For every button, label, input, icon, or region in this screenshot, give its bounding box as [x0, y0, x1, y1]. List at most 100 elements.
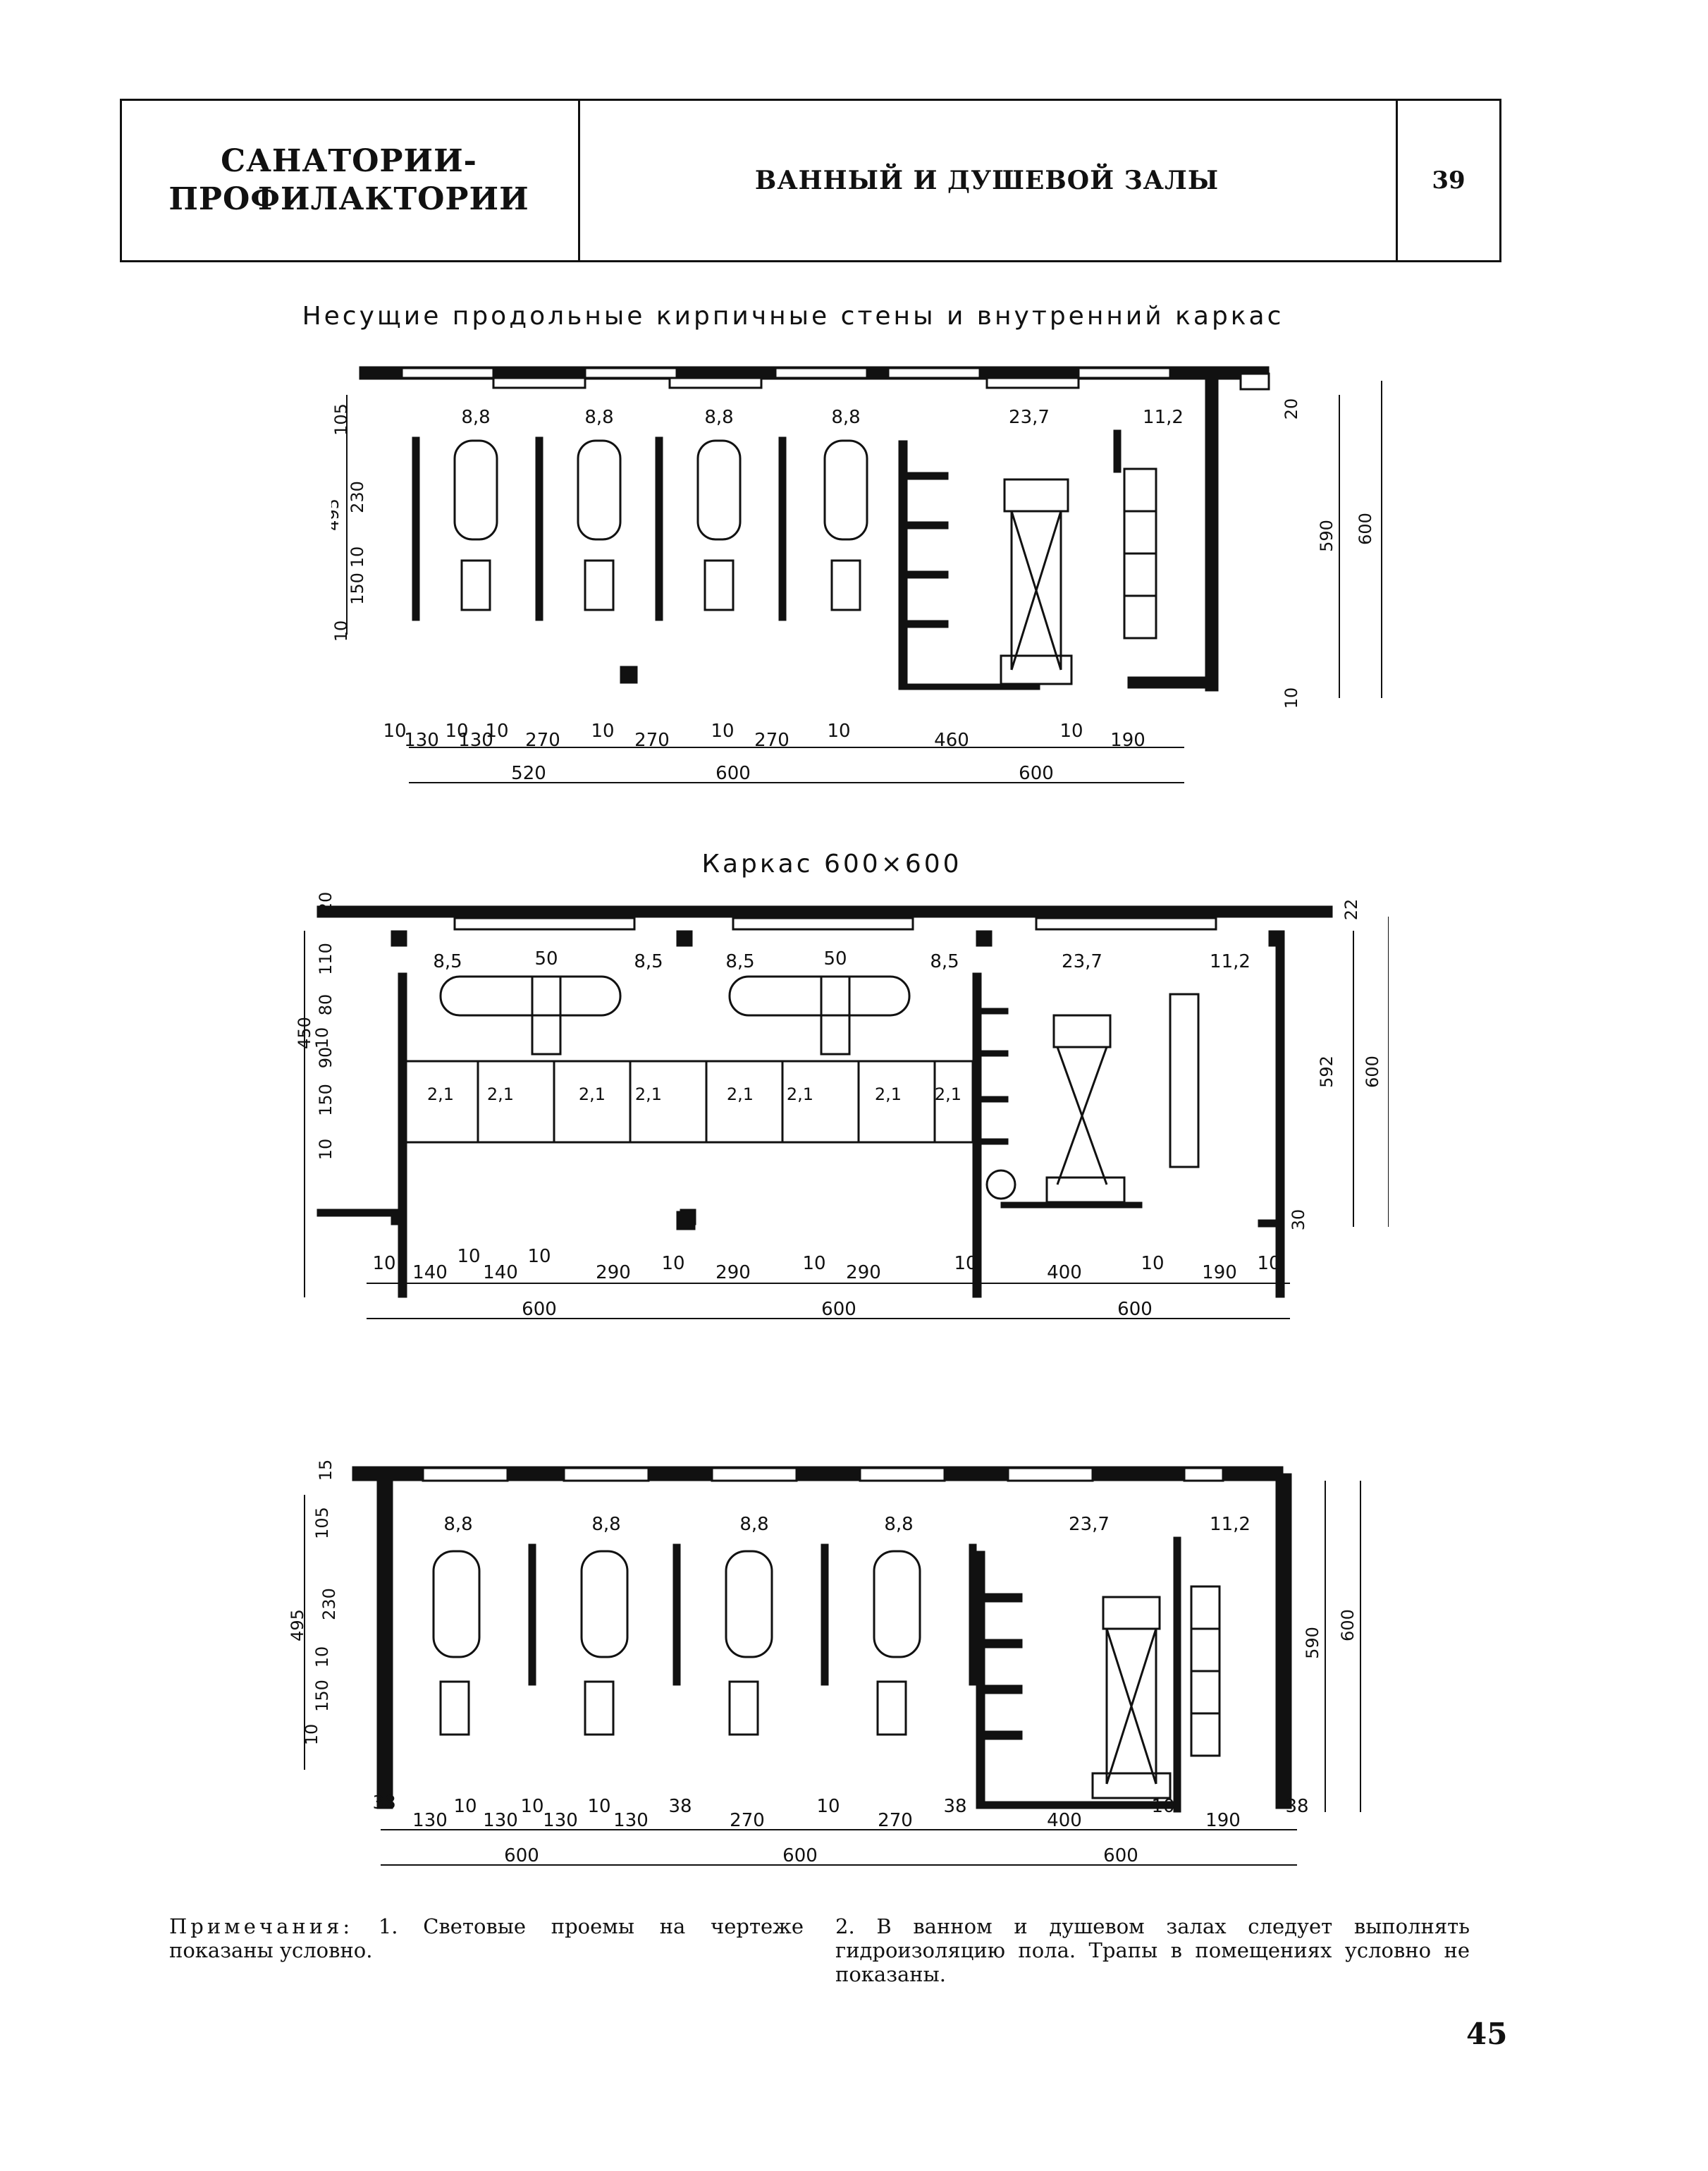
- plan3-left-dim-1: 15: [316, 1460, 336, 1481]
- plan2-dim-a1: 10: [372, 1253, 395, 1274]
- plan1-left-dim-5: 150: [348, 573, 367, 605]
- plan2-dim-a12: 400: [1047, 1262, 1082, 1283]
- plan2-dim-a4: 140: [483, 1262, 518, 1283]
- plan2-dim-a14: 190: [1202, 1262, 1237, 1283]
- plan3-dim-b1: 600: [504, 1845, 539, 1866]
- plan1-dim-b1: 520: [511, 763, 546, 784]
- plan3-left-dim-6: 150: [312, 1680, 332, 1712]
- plan1-dim-a2: 130: [404, 730, 439, 751]
- plan2-left-dim-6: 90: [316, 1047, 336, 1069]
- plan3-drawing: 8,8 8,8 8,8 8,8 23,7 11,2 15 105 230 495…: [289, 1460, 1361, 1866]
- plan2-drawing: 8,5 50 8,5 8,5 50 8,5 23,7 11,2 2,1 2,1 …: [295, 892, 1389, 1320]
- note-2: 2. В ванном и душевом залах следует выпо…: [835, 1914, 1470, 1986]
- plan2-left-dim-5: 10: [312, 1027, 332, 1049]
- plan1-dim-b3: 600: [1019, 763, 1054, 784]
- plan3-dim-a3: 10: [453, 1796, 477, 1817]
- plan1-dim-a9: 10: [711, 721, 734, 742]
- plan2-left-dim-8: 10: [316, 1139, 336, 1161]
- plan3-dim-a5: 10: [520, 1796, 543, 1817]
- plan1-left-dim-2: 230: [348, 481, 367, 513]
- sheet-header: САНАТОРИИ- ПРОФИЛАКТОРИИ ВАННЫЙ И ДУШЕВО…: [120, 99, 1501, 262]
- plan3-area-6: 11,2: [1210, 1514, 1251, 1535]
- plan1-dim-a11: 10: [827, 721, 850, 742]
- plan1-area-4: 8,8: [831, 407, 860, 428]
- plan2-left-dim-7: 150: [316, 1084, 336, 1116]
- plan2-left-dim-1: 20: [316, 892, 336, 914]
- plan2-dim-a9: 10: [802, 1253, 825, 1274]
- plan2-cabin-2: 2,1: [487, 1084, 514, 1104]
- plan2-area-7: 23,7: [1062, 951, 1102, 972]
- plan1-dim-a3: 10: [445, 721, 468, 742]
- plan2-dim-b2: 600: [821, 1299, 856, 1320]
- plan2-cabin-7: 2,1: [875, 1084, 902, 1104]
- plan1-right-dim-3: 600: [1356, 513, 1375, 545]
- plan2-right-dim-3: 600: [1363, 1056, 1382, 1088]
- plan1-right-dim-1: 20: [1282, 398, 1301, 420]
- plan3-left-dim-7: 10: [302, 1724, 321, 1746]
- plan2-dim-a13: 10: [1141, 1253, 1164, 1274]
- plan2-left-dim-2: 110: [316, 943, 336, 975]
- plan3-dim-a7: 10: [587, 1796, 610, 1817]
- plan1-area-6: 11,2: [1143, 407, 1184, 428]
- plan1-dim-a1: 10: [383, 721, 406, 742]
- plan3-dim-a13: 38: [943, 1796, 966, 1817]
- plan3-dim-a8: 130: [613, 1810, 649, 1831]
- plan1-left-dim-6: 10: [331, 620, 351, 642]
- plan2-area-8: 11,2: [1210, 951, 1251, 972]
- plan3-left-dim-4: 495: [289, 1609, 307, 1641]
- plan3-left-dim-2: 105: [312, 1507, 332, 1539]
- plan2-dim-a15: 10: [1257, 1253, 1280, 1274]
- plan2-dim-a5: 10: [527, 1246, 551, 1267]
- plan1-right-dim-2: 590: [1317, 520, 1337, 552]
- plan2-dim-a10: 290: [846, 1262, 881, 1283]
- page-number: 45: [1466, 2017, 1508, 2051]
- plan3-dim-a4: 130: [483, 1810, 518, 1831]
- plan3-area-4: 8,8: [884, 1514, 913, 1535]
- plan2-cabin-8: 2,1: [935, 1084, 961, 1104]
- plan2-dim-a2: 140: [412, 1262, 448, 1283]
- plan3-dim-a11: 10: [816, 1796, 840, 1817]
- section-title: САНАТОРИИ- ПРОФИЛАКТОРИИ: [168, 143, 529, 217]
- plan1-right-dim-4: 10: [1282, 687, 1301, 709]
- plan2-dim-a6: 290: [596, 1262, 631, 1283]
- plan1-dim-a14: 190: [1110, 730, 1145, 751]
- plan1-dim-a10: 270: [754, 730, 790, 751]
- plan1-area-2: 8,8: [584, 407, 613, 428]
- plan2-dim-a8: 290: [715, 1262, 751, 1283]
- plan1-left-dim-4: 10: [348, 546, 367, 568]
- plan3-dim-b3: 600: [1103, 1845, 1138, 1866]
- plan2-right-dim-4: 30: [1289, 1209, 1308, 1231]
- plan2-title: Каркас 600×600: [701, 850, 962, 879]
- plan2-cabin-3: 2,1: [579, 1084, 606, 1104]
- plan2-left-dim-3: 80: [316, 994, 336, 1016]
- plan2-area-1: 8,5: [433, 951, 462, 972]
- plan3-dim-a6: 130: [543, 1810, 578, 1831]
- plan3-area-2: 8,8: [591, 1514, 620, 1535]
- plan3-dim-a12: 270: [878, 1810, 913, 1831]
- topic-title: ВАННЫЙ И ДУШЕВОЙ ЗАЛЫ: [754, 166, 1219, 195]
- plan3-dim-a15: 10: [1151, 1796, 1174, 1817]
- plan1-left-dim-1: 105: [331, 403, 351, 436]
- plan3-dim-a2: 130: [412, 1810, 448, 1831]
- plan2-cabin-5: 2,1: [727, 1084, 754, 1104]
- plan3-dim-a10: 270: [730, 1810, 765, 1831]
- plan1-dim-a6: 270: [525, 730, 560, 751]
- plan3-dim-a9: 38: [668, 1796, 692, 1817]
- plan3-area-5: 23,7: [1069, 1514, 1110, 1535]
- plan2-dim-a7: 10: [661, 1253, 684, 1274]
- note-1: 1. Световые проемы на чертеже показаны у…: [169, 1914, 804, 1962]
- notes-label: Примечания:: [169, 1914, 354, 1938]
- plan1-drawing: 8,8 8,8 8,8 8,8 23,7 11,2 105 230 495 10…: [331, 366, 1382, 784]
- plan2-dim-a3: 10: [457, 1246, 480, 1267]
- plan3-area-1: 8,8: [443, 1514, 472, 1535]
- plan3-area-3: 8,8: [739, 1514, 768, 1535]
- plan2-right-dim-1: 22: [1341, 899, 1361, 921]
- plan3-dim-a14: 400: [1047, 1810, 1082, 1831]
- plan1-dim-a5: 10: [485, 721, 508, 742]
- plan1-dim-b2: 600: [715, 763, 751, 784]
- notes-left: Примечания: 1. Световые проемы на чертеж…: [169, 1914, 804, 1962]
- plan2-area-6: 8,5: [930, 951, 959, 972]
- plan3-dim-a1: 38: [372, 1792, 395, 1814]
- plan2-dim-a11: 10: [954, 1253, 977, 1274]
- plan3-dim-b2: 600: [782, 1845, 818, 1866]
